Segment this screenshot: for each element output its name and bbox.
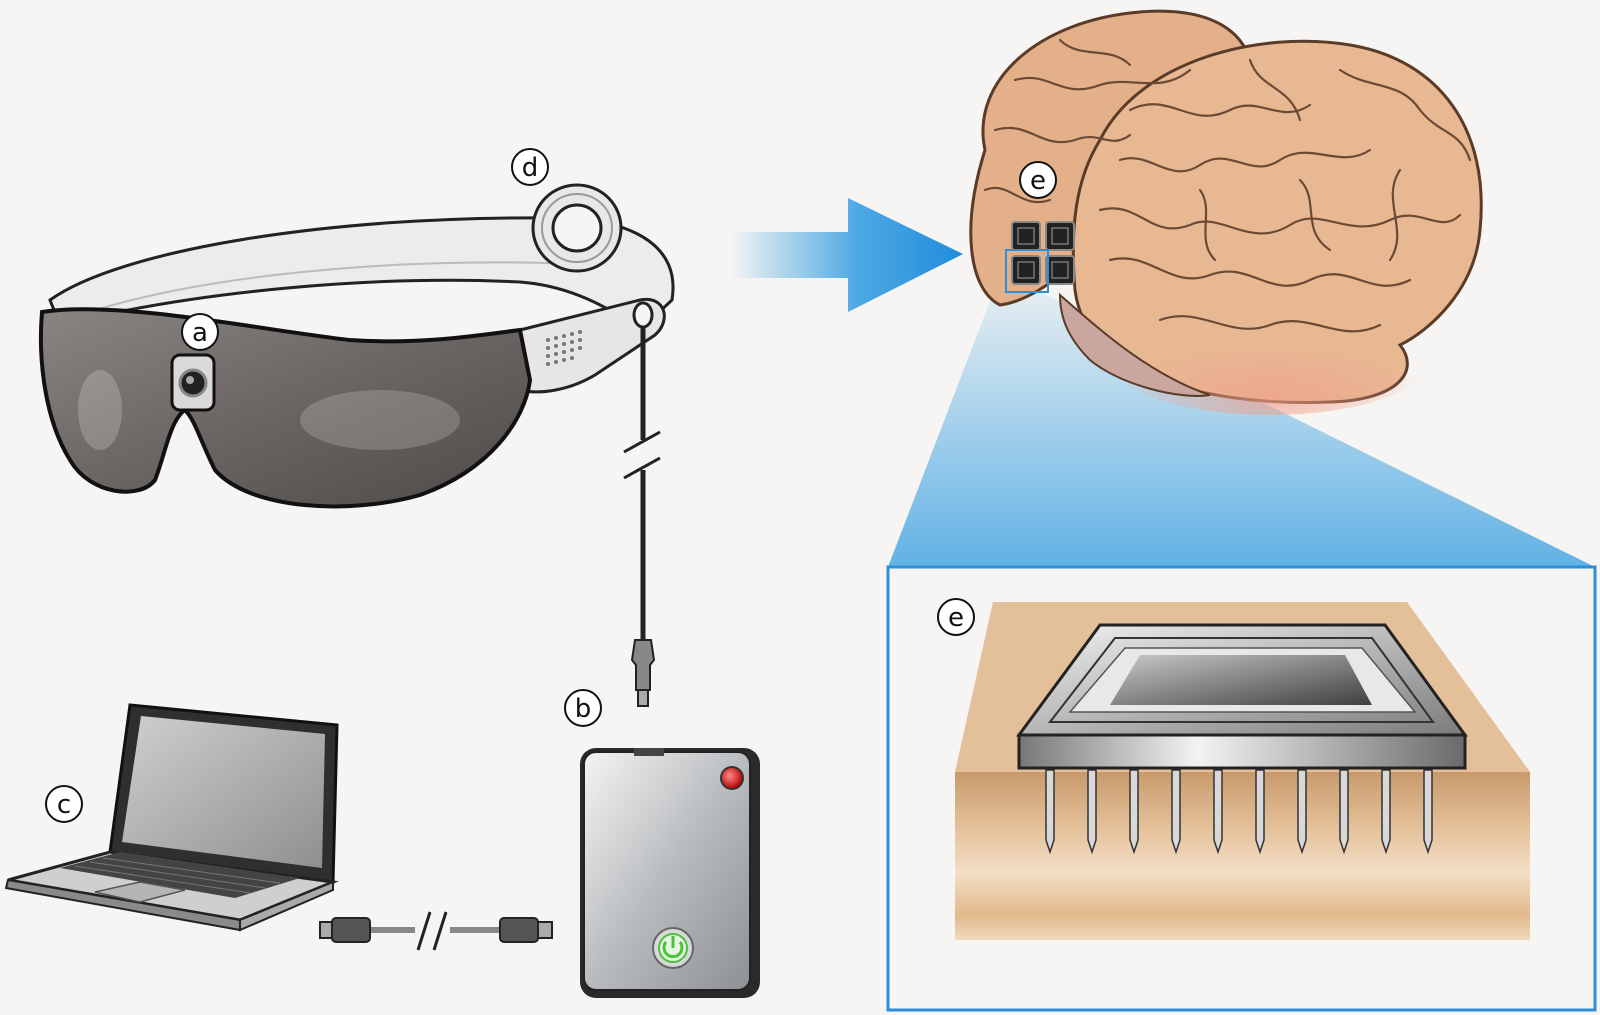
glasses-headband — [48, 216, 675, 332]
camera-glasses — [38, 183, 675, 509]
label-b: b — [564, 689, 602, 727]
glasses-lens — [38, 307, 533, 509]
label-a: a — [181, 313, 219, 351]
glasses-temple-arm — [518, 297, 666, 394]
label-e-brain-text: e — [1030, 166, 1046, 196]
signal-arrow — [730, 198, 963, 312]
microelectrode-chip — [1016, 623, 1468, 770]
label-a-text: a — [192, 318, 208, 348]
glasses-cable — [623, 327, 661, 707]
coil-antenna-icon — [531, 183, 623, 273]
speaker-grille — [546, 330, 582, 366]
electrode-array-cluster — [1005, 221, 1075, 293]
label-d-text: d — [522, 153, 539, 183]
cable-port — [632, 301, 654, 329]
laptop-computer — [4, 703, 339, 932]
label-d: d — [511, 148, 549, 186]
label-c: c — [45, 785, 83, 823]
label-e-brain: e — [1019, 161, 1057, 199]
label-e-inset: e — [937, 598, 975, 636]
status-led-icon — [720, 766, 744, 790]
video-processor-unit — [580, 748, 760, 998]
zoom-beam — [888, 275, 1595, 567]
electrode-pins — [1045, 769, 1433, 855]
label-c-text: c — [57, 790, 71, 820]
power-icon[interactable] — [652, 927, 694, 969]
electrode-array-inset — [886, 565, 1597, 1012]
label-b-text: b — [575, 694, 592, 724]
label-e-inset-text: e — [948, 603, 964, 633]
laptop-cable — [319, 911, 553, 951]
brain-illustration — [969, 9, 1483, 415]
camera-icon — [170, 353, 216, 412]
